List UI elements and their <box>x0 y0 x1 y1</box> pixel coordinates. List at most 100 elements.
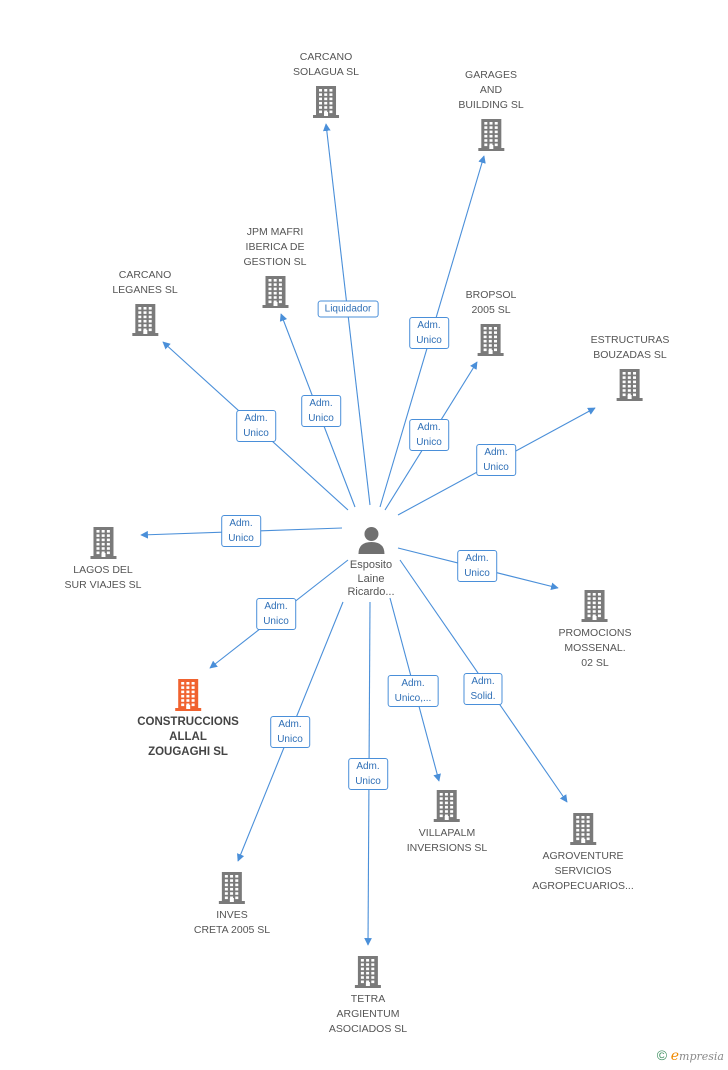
relation-label-line: Unico,... <box>394 693 432 704</box>
company-name[interactable]: BROPSOL 2005 SL <box>466 288 517 318</box>
company-name-line: ALLAL <box>169 731 207 743</box>
footer-brand: © empresia <box>657 1047 724 1064</box>
person-name-line: Esposito <box>349 559 393 571</box>
company-name-line: CONSTRUCCIONS <box>137 716 239 728</box>
relation-label-line: Adm. <box>278 719 302 730</box>
company-name-line: PROMOCIONS <box>558 627 632 639</box>
relation-label-line: Unico <box>355 776 381 787</box>
relation-label-inves-creta[interactable]: Adm. Unico <box>270 716 310 748</box>
company-name-line: TETRA <box>350 993 386 1005</box>
relation-label-carcano-solagua[interactable]: Liquidador <box>317 300 379 318</box>
relation-label-garages-building[interactable]: Adm. Unico <box>409 317 449 349</box>
person-name-line: Laine <box>357 572 385 585</box>
company-name-line: LEGANES SL <box>112 284 178 296</box>
relation-label-line: Liquidador <box>324 303 372 315</box>
relation-label-tetra-argientum[interactable]: Adm.Unico <box>348 758 388 790</box>
person-name-line: Ricardo... <box>347 586 395 598</box>
company-name-line: CARCANO <box>118 269 172 281</box>
company-name-line: SOLAGUA SL <box>293 66 359 78</box>
company-node-bropsol[interactable]: BROPSOL 2005 SL <box>466 288 517 357</box>
relation-label-line: Adm. <box>244 413 268 424</box>
relation-label-line: Adm. <box>417 320 441 331</box>
relation-label-line: Adm. <box>465 553 489 564</box>
relation-label-line: Adm. <box>309 398 333 409</box>
relation-label-line: Adm. <box>229 518 253 529</box>
relation-label-line: Adm. <box>471 676 495 687</box>
building-icon <box>570 813 596 845</box>
person-icon <box>357 527 384 554</box>
company-name-line: BUILDING SL <box>458 99 524 111</box>
company-name-line: GARAGES <box>465 69 517 81</box>
company-name[interactable]: CONSTRUCCIONS ALLAL ZOUGAGHI SL <box>137 715 239 760</box>
company-name-line: 2005 SL <box>471 304 511 316</box>
company-name-line: SERVICIOS <box>554 865 612 877</box>
copyright-symbol: © <box>656 1047 668 1063</box>
relation-label-jpm-mafri[interactable]: Adm.Unico <box>301 395 341 427</box>
company-name-line: BROPSOL <box>465 289 517 301</box>
relation-label-line: Unico <box>228 533 254 544</box>
company-node-lagos-del-sur[interactable]: LAGOS DEL SUR VIAJES SL <box>64 526 142 593</box>
relation-label-agroventure[interactable]: Adm. Solid. <box>463 673 503 705</box>
relation-label-line: Unico <box>277 734 303 745</box>
company-name-line: INVES <box>216 909 248 921</box>
relation-label-construccions-allal[interactable]: Adm. Unico <box>256 598 296 630</box>
relation-label-line: Unico <box>483 462 509 473</box>
relation-label-line: Unico <box>263 616 289 627</box>
building-icon <box>90 527 116 559</box>
relation-label-line: Unico <box>416 335 442 346</box>
company-name-line: AGROPECUARIOS... <box>532 880 634 892</box>
relation-label-line: Adm. <box>264 601 288 612</box>
relation-label-lagos-del-sur[interactable]: Adm. Unico <box>221 515 261 547</box>
company-name[interactable]: CARCANO LEGANES SL <box>112 268 177 298</box>
relation-label-line: Solid. <box>470 691 496 702</box>
relation-label-promociones-mossenal[interactable]: Adm. Unico <box>457 550 497 582</box>
relation-label-line: Unico <box>464 568 490 579</box>
company-name-line: ZOUGAGHI SL <box>148 746 228 758</box>
company-name-line: LAGOS DEL <box>73 564 133 576</box>
brand-logo: empresia <box>670 1048 724 1064</box>
company-name[interactable]: LAGOS DEL SUR VIAJES SL <box>64 563 141 593</box>
company-node-construccions-allal[interactable]: CONSTRUCCIONS ALLAL ZOUGAGHI SL <box>137 678 239 760</box>
company-name-line: MOSSENAL. <box>564 642 626 654</box>
building-icon <box>581 590 608 622</box>
building-icon <box>261 276 288 308</box>
building-icon <box>477 119 504 151</box>
company-name-line: BOUZADAS SL <box>593 349 667 361</box>
building-icon <box>616 369 643 401</box>
building-icon <box>478 324 504 356</box>
company-node-inves-creta[interactable]: INVES CRETA 2005 SL <box>194 871 270 938</box>
company-name-line: CRETA 2005 SL <box>193 924 271 936</box>
company-name-line: JPM MAFRI <box>246 226 304 238</box>
relation-label-line: Adm. <box>417 422 441 433</box>
relation-label-line: Adm. <box>401 678 425 689</box>
company-node-carcano-leganes[interactable]: CARCANO LEGANES SL <box>112 268 178 337</box>
building-icon <box>175 679 201 711</box>
building-icon <box>312 86 339 118</box>
relation-label-carcano-leganes[interactable]: Adm.Unico <box>236 410 276 442</box>
person-node[interactable]: Esposito Laine Ricardo... <box>347 525 395 600</box>
relation-label-villapalm[interactable]: Adm. Unico,... <box>387 675 439 707</box>
company-name-line: SUR VIAJES SL <box>64 579 142 591</box>
company-name-line: IBERICA DE <box>245 241 305 253</box>
relation-label-estructuras-bouzadas[interactable]: Adm.Unico <box>476 444 516 476</box>
building-icon <box>354 956 381 988</box>
company-name-line: ARGIENTUM <box>336 1008 400 1020</box>
company-name[interactable]: INVES CRETA 2005 SL <box>194 908 270 938</box>
relation-label-bropsol[interactable]: Adm.Unico <box>409 419 449 451</box>
